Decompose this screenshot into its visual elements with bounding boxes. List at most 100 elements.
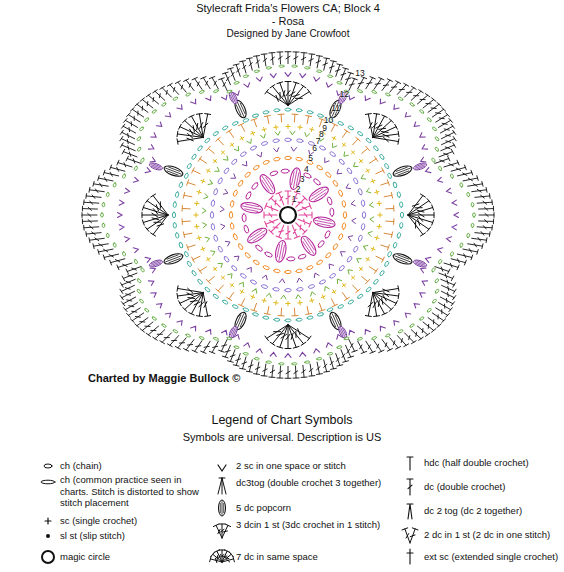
- chain-stitch: [450, 252, 454, 257]
- dc-stitch: [98, 247, 114, 255]
- round-3-chain: [263, 160, 270, 166]
- hdc-stitch: [360, 274, 370, 283]
- sc-stitch: [250, 130, 256, 136]
- round-13-stitch: [110, 165, 126, 174]
- two-sc-stitch: [279, 279, 285, 283]
- dc-stitch: [153, 90, 167, 102]
- dc-stitch: [219, 339, 230, 353]
- sc-stitch: [331, 135, 337, 141]
- chain-stitch: [253, 259, 260, 265]
- two-sc-stitch: [177, 319, 184, 325]
- note-text: Designed by Jane Crowfoot: [227, 28, 350, 40]
- dc-stitch: [122, 271, 138, 281]
- round-13-stitch: [478, 206, 493, 211]
- round-12-chain: [139, 299, 144, 304]
- round-9-chain: [197, 279, 203, 285]
- round-13-stitch: [269, 53, 276, 65]
- chain-stitch: [231, 265, 238, 272]
- two-sc-stitch: [425, 168, 431, 174]
- dc-stitch: [294, 221, 307, 234]
- round-5-chain: [217, 177, 223, 184]
- round-12-chain: [337, 81, 343, 85]
- hdc-stitch: [304, 306, 311, 315]
- round-7-stitch: [261, 127, 266, 132]
- round-8-stitch: [264, 306, 271, 315]
- hdc-stitch: [182, 218, 190, 224]
- chain-stitch: [137, 278, 142, 283]
- sc-stitch: [309, 127, 314, 132]
- round-12-chain: [134, 166, 138, 171]
- legend-text: dc (double crochet): [424, 481, 562, 493]
- dc-stitch: [192, 77, 205, 90]
- fan-stitch: [221, 556, 234, 565]
- decrease-stitch: [407, 504, 413, 519]
- chain-stitch: [134, 166, 138, 171]
- chain-stitch: [467, 233, 470, 237]
- round-13-stitch: [467, 181, 483, 188]
- round-13-stitch: [327, 61, 336, 74]
- popcorn-stitch: [245, 225, 269, 245]
- round-8-stitch: [380, 180, 390, 188]
- chain-stitch: [243, 307, 250, 312]
- round-4-stitch: [274, 148, 280, 153]
- hdc-stitch: [251, 119, 259, 128]
- two-sc-stitch: [323, 158, 329, 164]
- round-11-stitch: [363, 96, 370, 102]
- two-sc-stitch: [218, 465, 226, 471]
- two-sc-stitch: [124, 236, 129, 242]
- round-8-stitch: [182, 206, 190, 212]
- chain-stitch: [273, 157, 280, 162]
- dc-stitch: [457, 252, 473, 260]
- round-12-chain: [292, 363, 297, 365]
- chain-stitch: [317, 312, 324, 316]
- round-9-chain: [175, 192, 179, 198]
- round-13-stitch: [103, 252, 119, 260]
- round-13-stitch: [402, 86, 416, 98]
- dc-stitch: [307, 364, 315, 376]
- round-13-stitch: [471, 187, 487, 194]
- chain-stitch: [316, 357, 322, 360]
- two-sc-stitch: [224, 156, 230, 162]
- round-13-stitch: [462, 176, 478, 184]
- two-sc-stitch: [156, 122, 163, 128]
- round-13-stitch: [175, 81, 188, 94]
- chain-stitch: [213, 235, 218, 242]
- hdc-stitch: [340, 291, 349, 301]
- round-6-stitch: [266, 293, 272, 298]
- dc-stitch: [277, 52, 284, 64]
- round-13-stitch: [103, 170, 119, 178]
- dc-stitch: [327, 61, 336, 74]
- two-sc-stitch: [247, 266, 253, 272]
- chain-stitch: [379, 270, 385, 276]
- chain-stitch: [346, 167, 353, 174]
- round-8-stitch: [350, 137, 360, 146]
- round-12-chain: [254, 70, 260, 73]
- dc-stitch: [450, 165, 466, 174]
- two-sc-stitch: [313, 77, 320, 82]
- round-number: 11: [331, 104, 340, 114]
- chain-stitch: [274, 318, 280, 321]
- round-13-stitch: [122, 149, 138, 159]
- hdc-stitch: [251, 302, 259, 311]
- round-number: 4: [304, 165, 309, 175]
- legend-symbol: [402, 528, 418, 544]
- round-1-stitch: [264, 212, 277, 218]
- round-7-stitch: [205, 168, 211, 174]
- round-6-stitch: [275, 131, 280, 135]
- round-11-stitch: [446, 188, 451, 194]
- chain-stitch: [185, 333, 191, 337]
- two-sc-stitch: [418, 291, 425, 297]
- round-9-chain: [357, 131, 364, 137]
- round-9-chain: [327, 307, 334, 312]
- round-13-stitch: [292, 366, 299, 378]
- chain-stitch: [243, 118, 250, 123]
- chain-stitch: [243, 352, 249, 355]
- round-12-chain: [473, 213, 476, 217]
- round-10-shell: [265, 322, 311, 348]
- round-7-stitch: [341, 142, 347, 148]
- legend-symbol: [218, 478, 226, 494]
- two-sc-stitch: [299, 352, 305, 356]
- chain-stitch: [397, 192, 401, 198]
- hdc-stitch: [238, 123, 247, 132]
